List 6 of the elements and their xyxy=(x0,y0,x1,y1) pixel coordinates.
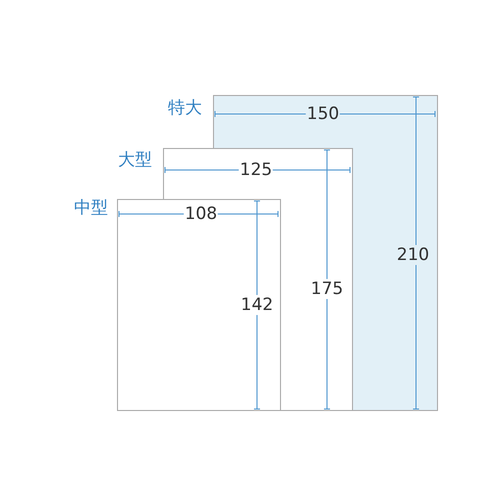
dimension-value: 175 xyxy=(310,279,344,299)
dimension-value: 210 xyxy=(396,245,430,265)
size-label: 大型 xyxy=(118,150,152,170)
dimension-value: 142 xyxy=(240,295,274,315)
size-label: 特大 xyxy=(168,98,202,118)
size-label: 中型 xyxy=(74,198,108,218)
